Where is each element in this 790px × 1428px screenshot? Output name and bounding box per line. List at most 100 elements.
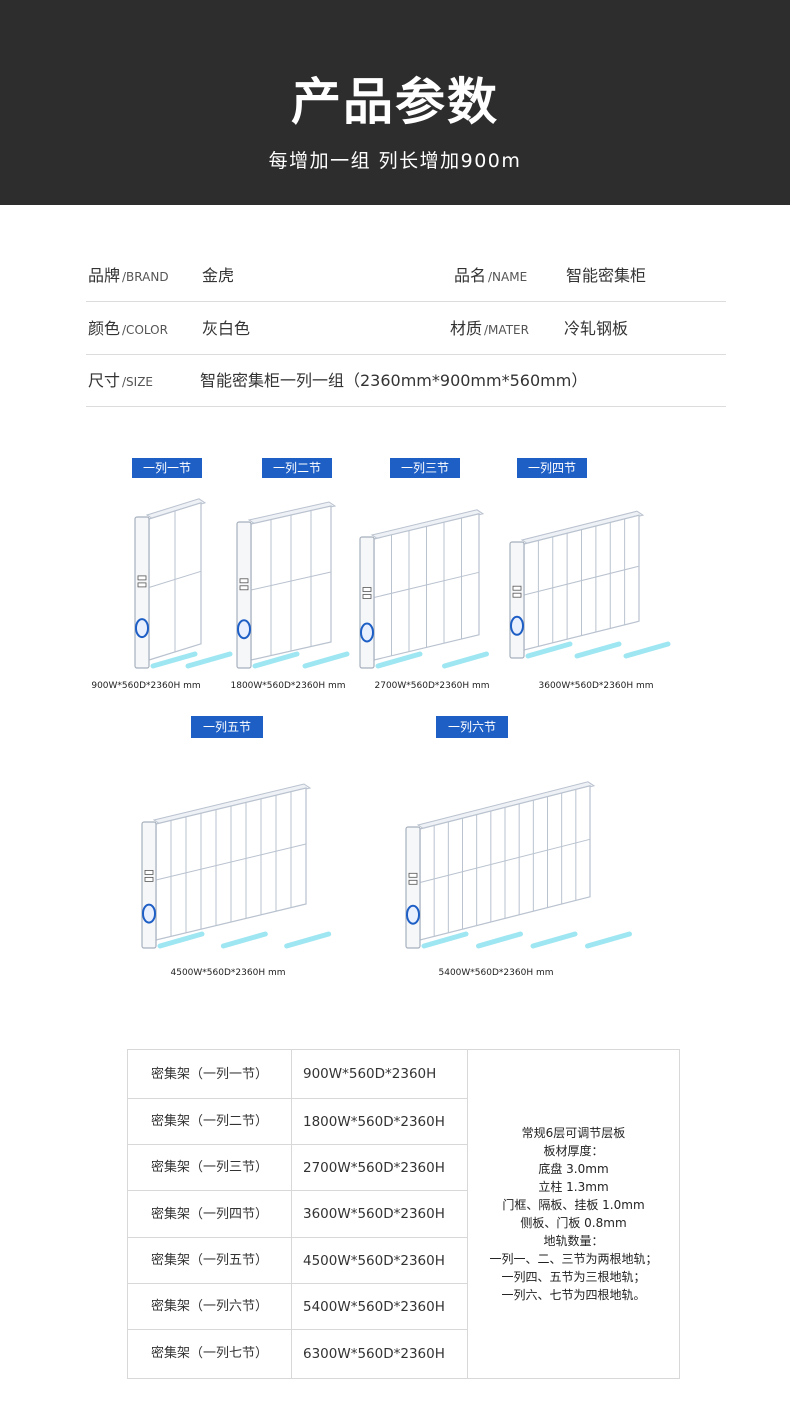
table-notes-cell: 常规6层可调节层板 板材厚度： 底盘 3.0mm 立柱 1.3mm 门框、隔板、… [467,1050,679,1378]
side-panel [141,821,157,949]
control-wheel-icon [142,903,156,924]
figure-6: 一列六节 5400W*560D*2360H mm [405,716,632,978]
table-cell-name: 密集架（一列二节） [128,1099,292,1144]
table-row: 密集架（一列三节） 2700W*560D*2360H [128,1145,467,1191]
figure-caption: 3600W*560D*2360H mm [539,681,654,691]
figure-badge-label: 一列四节 [528,461,576,475]
spec-label: 颜色/COLOR [88,319,168,338]
panel-button-icon [144,869,154,875]
panel-button-icon [512,585,522,591]
spec-value-name: 智能密集柜 [566,266,647,285]
cabinet-drawing [236,501,350,669]
spec-value-material: 冷轧钢板 [564,319,629,338]
cabinet-drawing [405,781,632,949]
side-panel [509,541,525,659]
spec-row-color-material: 颜色/COLOR 灰白色 材质/MATER 冷轧钢板 [86,302,726,355]
panel-button-icon [512,592,522,598]
figure-3: 一列三节 2700W*560D*2360H mm [359,458,490,691]
floor-rail [284,931,332,949]
floor-rail [525,641,573,659]
floor-rail [375,651,423,669]
panel-button-icon [137,582,147,588]
spec-value-color: 灰白色 [202,319,251,338]
note-line: 常规6层可调节层板 [521,1126,626,1140]
panel-button-icon [144,876,154,882]
figure-badge [132,458,202,478]
cabinet-top [370,509,485,540]
cabinet-drawing [141,783,332,949]
table-cell-name: 密集架（一列四节） [128,1191,292,1237]
side-panel [359,536,375,669]
table-cell-name: 密集架（一列六节） [128,1284,292,1329]
panel-button-icon [362,594,372,599]
note-line: 一列一、二、三节为两根地轨； [489,1252,658,1266]
panel-button-icon [137,575,147,581]
spec-table: 密集架（一列一节） 900W*560D*2360H 密集架（一列二节） 1800… [127,1049,680,1379]
figure-badge-label: 一列五节 [203,720,251,734]
figure-badge-label: 一列一节 [143,461,191,475]
cabinet-top [145,498,207,520]
table-cell-size: 1800W*560D*2360H [303,1114,445,1130]
table-row: 密集架（一列七节） 6300W*560D*2360H [128,1330,467,1378]
shelf-divider [155,843,307,881]
figure-caption: 2700W*560D*2360H mm [375,681,490,691]
side-panel [405,826,421,949]
figure-badge-label: 一列二节 [273,461,321,475]
shelf-divider [148,570,202,588]
table-cell-size: 900W*560D*2360H [303,1066,437,1082]
panel-button-icon [239,578,249,584]
note-line: 底盘 3.0mm [538,1162,609,1176]
table-cell-name: 密集架（一列五节） [128,1238,292,1283]
side-panel [134,516,150,669]
control-wheel-icon [406,904,420,925]
figure-badge [436,716,508,738]
cabinet-drawing [509,510,671,659]
floor-rail [185,651,233,669]
cabinet-top [520,510,645,545]
floor-rail [150,651,198,669]
spec-label: 材质/MATER [450,319,529,338]
panel-button-icon [362,587,372,592]
table-row: 密集架（一列五节） 4500W*560D*2360H [128,1238,467,1284]
table-cell-size: 5400W*560D*2360H [303,1299,445,1315]
control-wheel-icon [360,622,374,643]
floor-rail [442,651,489,669]
table-cell-size: 6300W*560D*2360H [303,1346,445,1362]
figure-badge [390,458,460,478]
figure-badge [191,716,263,738]
configuration-figures: 一列一节 900W*560D*2360H mm 一列二节 1800W*560D*… [0,440,790,1000]
floor-rail [476,931,523,949]
figures-canvas: 一列一节 900W*560D*2360H mm 一列二节 1800W*560D*… [91,458,671,978]
figure-badge [262,458,332,478]
panel-button-icon [408,872,418,878]
spec-row-brand-name: 品牌/BRAND 金虎 品名/NAME 智能密集柜 [86,249,726,302]
figure-badge-label: 一列六节 [448,720,496,734]
note-line: 板材厚度： [543,1144,604,1158]
spec-value-brand: 金虎 [202,266,235,285]
cabinet-drawing [134,498,233,669]
shelf-divider [419,838,591,883]
floor-rail [421,931,469,949]
note-line: 一列六、七节为四根地轨。 [501,1288,646,1302]
table-row: 密集架（一列一节） 900W*560D*2360H [128,1050,467,1099]
floor-rail [623,641,671,659]
floor-rail [252,651,300,669]
figure-caption: 4500W*560D*2360H mm [171,968,286,978]
floor-rail [530,931,578,949]
figure-1: 一列一节 900W*560D*2360H mm [91,458,233,691]
table-cell-size: 4500W*560D*2360H [303,1253,445,1269]
table-row: 密集架（一列六节） 5400W*560D*2360H [128,1284,467,1330]
table-cell-name: 密集架（一列七节） [128,1330,292,1378]
figure-caption: 5400W*560D*2360H mm [439,968,554,978]
table-cell-name: 密集架（一列三节） [128,1145,292,1190]
figure-caption: 1800W*560D*2360H mm [231,681,346,691]
figure-caption: 900W*560D*2360H mm [91,681,200,691]
control-wheel-icon [237,619,251,640]
shelf-divider [523,565,640,596]
spec-label: 品牌/BRAND [88,266,169,285]
page-subtitle: 每增加一组 列长增加900m [268,150,522,172]
note-line: 侧板、门板 0.8mm [520,1216,627,1230]
page-title: 产品参数 [291,73,499,131]
cabinet-top [247,501,337,525]
control-wheel-icon [510,615,524,636]
